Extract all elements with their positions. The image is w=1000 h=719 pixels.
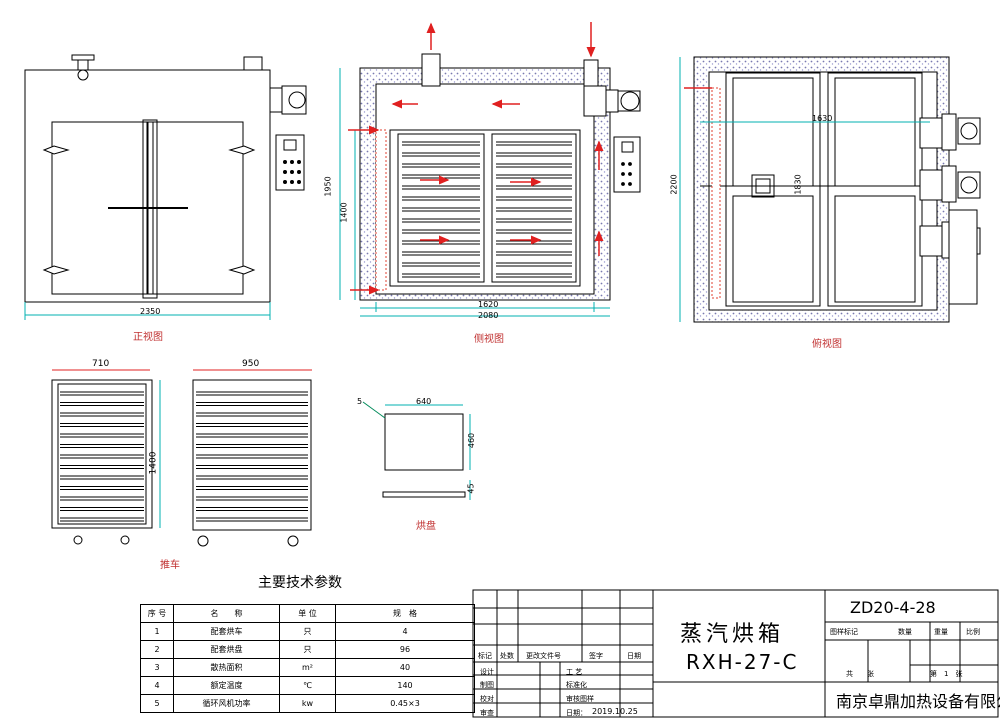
params-title: 主要技术参数: [258, 575, 342, 591]
side-height-inner: 1400: [339, 202, 349, 223]
params-cell: 2: [140, 640, 174, 659]
params-header-unit: 单 位: [279, 604, 336, 623]
cart-caption: 推车: [160, 560, 180, 571]
side-inner-dim: 1620: [478, 300, 499, 309]
sign-role-approve: 审查: [480, 709, 494, 717]
sheet-number: 第 1 张: [930, 670, 963, 678]
params-cell: m²: [279, 658, 336, 677]
sign-role-check: 校对: [480, 695, 494, 703]
tray-width: 640: [416, 397, 432, 406]
rev-header-count: 处数: [500, 652, 514, 660]
top-dim-b: 1830: [793, 174, 803, 195]
airflow-arrows: [348, 22, 604, 295]
sign-date-value: 2019.10.25: [592, 707, 638, 716]
params-cell: 循环风机功率: [173, 694, 280, 713]
rev-header-docno: 更改文件号: [526, 652, 561, 660]
params-cell: 3: [140, 658, 174, 677]
params-cell: 散热面积: [173, 658, 280, 677]
params-cell: 只: [279, 622, 336, 641]
top-dim-a: 1630: [812, 114, 833, 123]
params-cell: 4: [140, 676, 174, 695]
tray-depth: 460: [467, 432, 477, 449]
front-view: [24, 54, 307, 320]
params-cell: 0.45×3: [335, 694, 475, 713]
sign-role-design: 设计: [480, 668, 494, 676]
front-width-dim: 2350: [140, 307, 161, 316]
params-cell: 4: [335, 622, 475, 641]
sign-right-date-label: 日期：: [566, 709, 587, 717]
rev-header-mark: 标记: [478, 652, 492, 660]
cart-width-a: 710: [92, 359, 110, 369]
params-cell: 40: [335, 658, 475, 677]
sign-right-process: 工 艺: [566, 668, 583, 676]
tray-balloon: 5: [357, 397, 363, 406]
front-view-caption: 正视图: [133, 332, 163, 343]
top-dim-height: 2200: [669, 174, 679, 195]
drawing-number: ZD20-4-28: [850, 598, 936, 617]
cart-height: 1400: [148, 451, 159, 475]
params-header-name: 名 称: [173, 604, 280, 623]
params-cell: 1: [140, 622, 174, 641]
params-cell: 96: [335, 640, 475, 659]
cart-width-b: 950: [242, 359, 260, 369]
sign-role-draw: 制图: [480, 681, 494, 689]
params-header-row: 序 号 名 称 单 位 规 格: [140, 604, 475, 623]
title-block-frame: [472, 589, 999, 718]
product-model: RXH-27-C: [686, 650, 799, 674]
tray-height: 45: [466, 483, 476, 494]
params-header-spec: 规 格: [335, 604, 475, 623]
params-cell: 额定温度: [173, 676, 280, 695]
tray-caption: 烘盘: [416, 521, 436, 532]
params-cell: ℃: [279, 676, 336, 695]
params-cell: 配套烘车: [173, 622, 280, 641]
rev-header-sign: 签字: [589, 652, 603, 660]
side-view-caption: 侧视图: [474, 334, 504, 345]
cart-views: [51, 369, 312, 547]
rev-header-date: 日期: [627, 652, 641, 660]
qty-label: 数量: [898, 628, 912, 636]
sign-right-review: 审核图样: [566, 695, 594, 703]
company-name: 南京卓鼎加热设备有限公司: [836, 692, 1000, 711]
stage-label: 图样标记: [830, 628, 858, 636]
product-name: 蒸汽烘箱: [680, 622, 785, 647]
top-view-caption: 俯视图: [812, 339, 842, 350]
side-view: [339, 53, 641, 317]
side-height-outer: 1950: [323, 176, 333, 197]
params-header-no: 序 号: [140, 604, 174, 623]
sheets-total: 共 张: [846, 670, 874, 678]
scale-label: 比例: [966, 628, 980, 636]
params-cell: 配套烘盘: [173, 640, 280, 659]
tray-views: [362, 401, 471, 500]
top-view: [679, 56, 981, 323]
params-cell: 140: [335, 676, 475, 695]
params-cell: kw: [279, 694, 336, 713]
side-outer-dim: 2080: [478, 311, 499, 320]
sign-right-std: 标准化: [566, 681, 587, 689]
params-cell: 5: [140, 694, 174, 713]
weight-label: 重量: [934, 628, 948, 636]
params-cell: 只: [279, 640, 336, 659]
